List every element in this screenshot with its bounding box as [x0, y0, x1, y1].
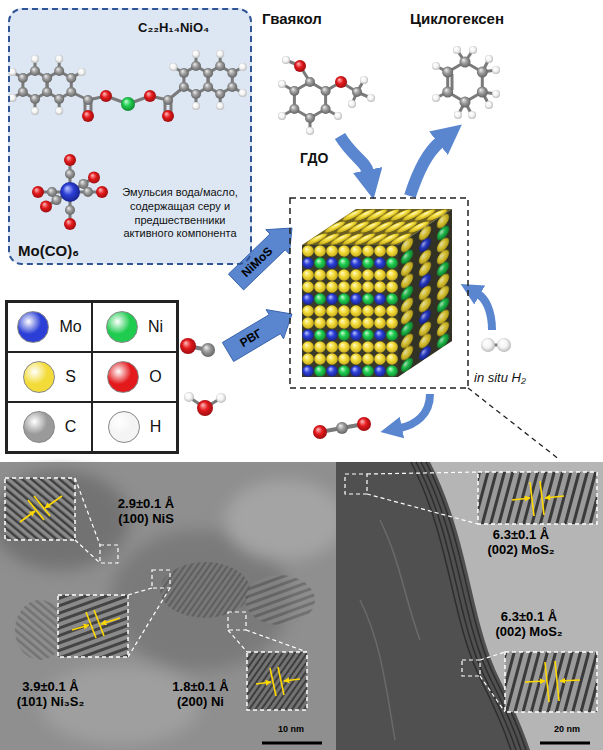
emulsion-ground [8, 8, 252, 264]
gas-molecules [180, 338, 511, 439]
legend-text: S [65, 368, 76, 386]
atom-swatch [17, 311, 49, 343]
molecule-name: Гваякол [262, 10, 322, 27]
cyclohexene-molecule [432, 46, 500, 119]
legend-text: C [65, 418, 77, 436]
process-label: ГДО [300, 150, 328, 166]
description-text: Эмульсия вода/масло, содержащая серу и п… [114, 186, 246, 241]
guaiacol-molecule [278, 56, 375, 135]
lattice-label: 6.3±0.1 Å (002) MoS₂ [478, 528, 564, 558]
chemical-formula: C₂₂H₁₄NiO₄ [138, 20, 209, 35]
legend-text: Mo [59, 318, 81, 336]
molybdenum-carbonyl-molecule [32, 154, 108, 230]
chemical-formula: Mo(CO)₆ [18, 242, 79, 259]
legend-table: Mo NiS O C H [5, 300, 179, 454]
tem-image-left [0, 462, 345, 750]
catalyst-crystal [290, 198, 468, 388]
tem-panel: 2.9±0.1 Å (100) NiS 3.9±0.1 Å (101) Ni₃S₂… [0, 462, 336, 750]
lattice-label: 3.9±0.1 Å (101) Ni₃S₂ [8, 680, 93, 710]
molecule-name: Циклогексен [410, 10, 504, 27]
legend-item: H [92, 402, 177, 452]
molecule-name: in situ H₂ [474, 370, 526, 385]
legend-item: Mo [7, 302, 92, 352]
lattice-label: 1.8±0.1 Å (200) Ni [158, 680, 243, 710]
legend-item: C [7, 402, 92, 452]
scale-bar-label: 20 nm [554, 724, 580, 734]
legend-text: Ni [148, 318, 163, 336]
zoom-line [468, 388, 560, 460]
scale-bar-label: 10 nm [278, 724, 304, 734]
lattice-label: 2.9±0.1 Å (100) NiS [105, 497, 187, 527]
process-arrows [340, 136, 440, 196]
nickel-complex-molecule [9, 50, 247, 122]
atom-swatch [106, 311, 138, 343]
tem-panel: 6.3±0.1 Å (002) MoS₂ 6.3±0.1 Å (002) MoS₂… [336, 462, 603, 750]
tem-image-right [336, 462, 603, 750]
lattice-label: 6.3±0.1 Å (002) MoS₂ [486, 610, 572, 640]
atom-swatch [108, 411, 140, 443]
legend-item: O [92, 352, 177, 402]
atom-swatch [23, 361, 55, 393]
legend-item: Ni [92, 302, 177, 352]
legend-text: H [150, 418, 162, 436]
atom-swatch [23, 411, 55, 443]
atom-swatch [107, 361, 139, 393]
legend-item: S [7, 352, 92, 402]
legend-text: O [149, 368, 161, 386]
emulsion-box: C₂₂H₁₄NiO₄ Эмульсия вода/масло, содержаща… [8, 8, 252, 265]
synthesis-arrows [222, 228, 292, 362]
